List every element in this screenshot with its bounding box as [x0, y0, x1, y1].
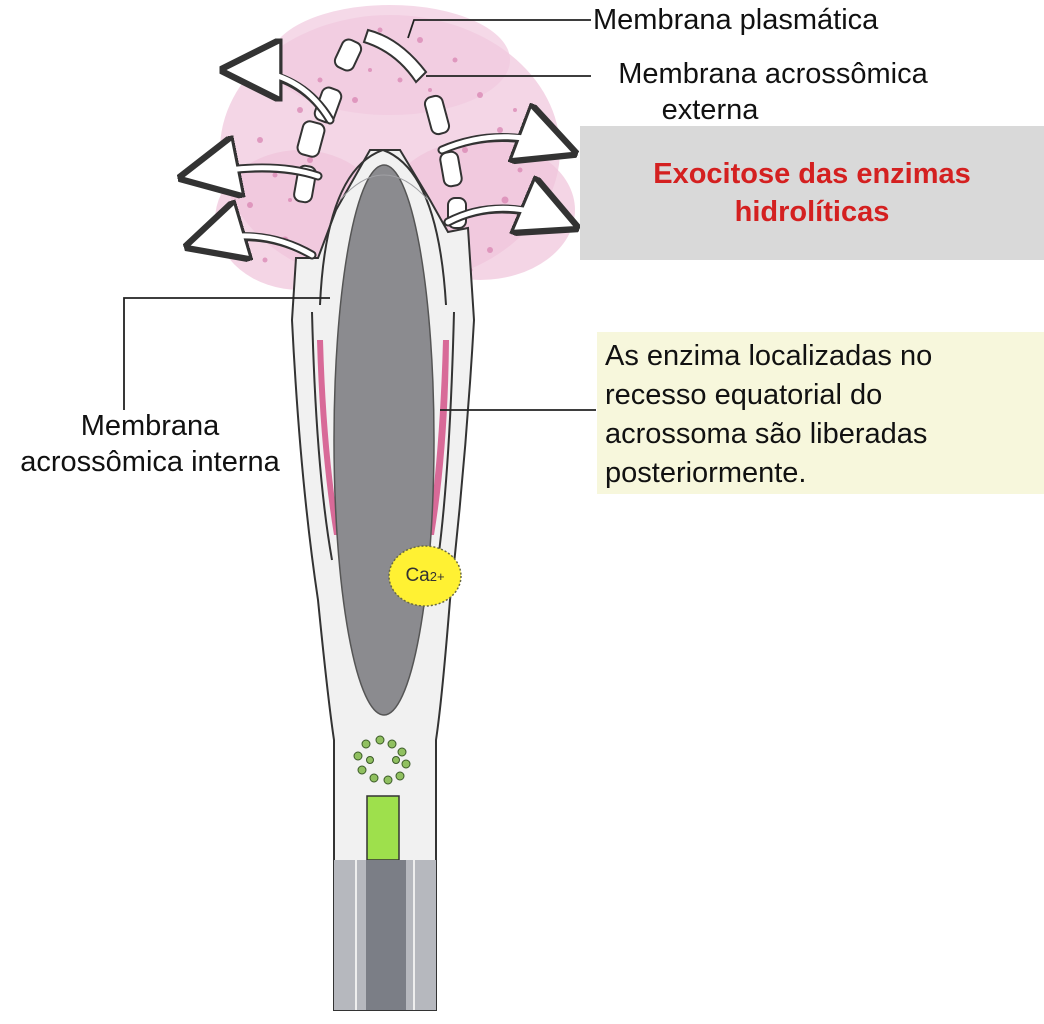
label-outer-acrosomal-membrane: Membrana acrossômica externa	[593, 56, 953, 128]
mitochondrion-marker	[366, 795, 400, 861]
centriole	[353, 735, 411, 785]
label-outer-line1: Membrana acrossômica	[618, 58, 928, 90]
midpiece	[334, 795, 436, 1010]
exocytosis-line1: Exocitose das enzimas	[653, 158, 971, 190]
exocytosis-line2: hidrolíticas	[734, 196, 890, 228]
calcium-symbol: Ca	[405, 565, 430, 586]
exocytosis-text: Exocitose das enzimas hidrolíticas	[653, 155, 971, 231]
nucleus	[333, 164, 435, 716]
equatorial-enzymes-callout: As enzima localizadas no recesso equator…	[597, 332, 1044, 494]
calcium-charge: 2+	[429, 568, 445, 584]
exocytosis-callout: Exocitose das enzimas hidrolíticas	[580, 126, 1044, 260]
label-inner-line2: acrossômica interna	[20, 446, 280, 478]
enzymes-line3: acrossoma são liberadas	[605, 418, 928, 450]
leader-lines	[123, 19, 596, 411]
leader-plasma-membrane	[407, 19, 591, 39]
label-plasma-membrane: Membrana plasmática	[593, 4, 879, 36]
enzymes-line4: posteriormente.	[605, 457, 807, 489]
calcium-ion	[388, 545, 462, 607]
label-inner-line1: Membrana	[80, 410, 220, 442]
sperm-head	[290, 148, 476, 1011]
leader-inner-membrane	[123, 297, 330, 410]
enzymes-line2: recesso equatorial do	[605, 379, 883, 411]
label-inner-acrosomal-membrane: Membrana acrossômica interna	[0, 408, 300, 480]
enzymes-line1: As enzima localizadas no	[605, 340, 933, 372]
label-outer-line2: externa	[661, 94, 759, 126]
equatorial-enzymes-text: As enzima localizadas no recesso equator…	[605, 337, 1036, 493]
